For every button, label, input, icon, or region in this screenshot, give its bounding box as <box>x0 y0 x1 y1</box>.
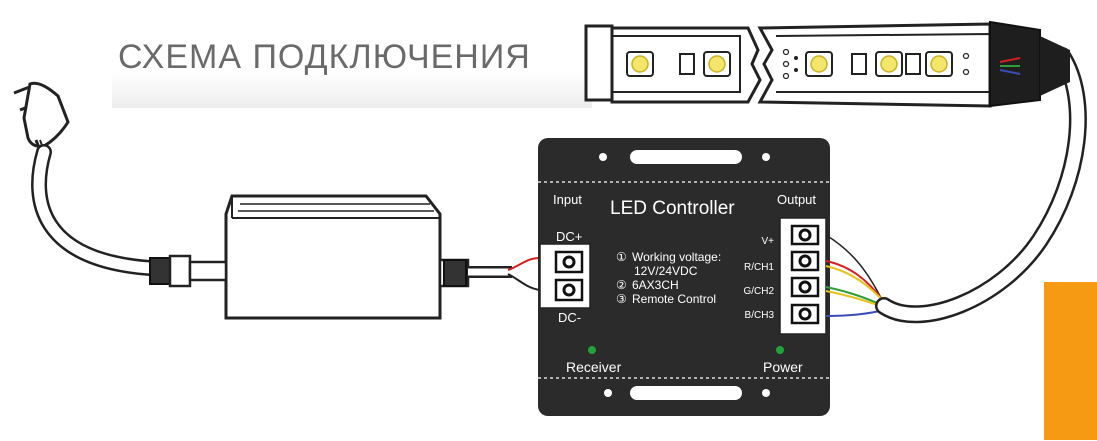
mount-slot <box>630 150 742 164</box>
feature-1-text: Working voltage: <box>632 250 721 264</box>
wire-v-plus <box>825 234 883 301</box>
feature-1-num: ① <box>616 250 627 264</box>
feature-3-num: ③ <box>616 292 627 306</box>
wire-blue <box>825 309 885 317</box>
power-indicator <box>776 346 784 354</box>
title-shadow <box>112 72 592 108</box>
receiver-indicator <box>588 346 596 354</box>
mount-hole <box>762 389 770 397</box>
wire-red <box>825 260 885 303</box>
mount-hole <box>604 389 612 397</box>
power-supply <box>149 194 470 320</box>
feature-3-text: Remote Control <box>632 292 716 306</box>
receiver-label: Receiver <box>566 359 622 375</box>
feature-2-num: ② <box>616 278 627 292</box>
output-label-v-plus: V+ <box>761 236 774 247</box>
ac-power-cable <box>31 144 158 276</box>
output-label-g: G/CH2 <box>743 286 774 297</box>
input-label: Input <box>553 192 582 207</box>
led-strip <box>584 20 1070 108</box>
feature-1-cont: 12V/24VDC <box>634 264 698 278</box>
power-label: Power <box>763 359 803 375</box>
controller-name: LED Controller <box>610 198 735 219</box>
led-controller: Input LED Controller Output DC+ DC- ① Wo… <box>538 138 830 416</box>
mount-hole <box>599 153 607 161</box>
resistor <box>679 53 695 75</box>
resistor <box>851 53 867 75</box>
output-label-r: R/CH1 <box>744 262 774 273</box>
dc-positive-wire <box>507 257 541 271</box>
dc-negative-wire <box>507 273 541 291</box>
accent-bar <box>1044 282 1097 440</box>
resistor <box>905 53 921 75</box>
mount-hole <box>762 153 770 161</box>
mount-slot <box>630 386 742 400</box>
output-label: Output <box>777 192 816 207</box>
output-label-b: B/CH3 <box>745 310 775 321</box>
feature-2-text: 6AX3CH <box>632 278 679 292</box>
power-plug <box>13 81 70 157</box>
dc-plus-label: DC+ <box>556 229 582 244</box>
dc-minus-label: DC- <box>558 310 581 325</box>
page-title: СХЕМА ПОДКЛЮЧЕНИЯ <box>118 38 531 76</box>
